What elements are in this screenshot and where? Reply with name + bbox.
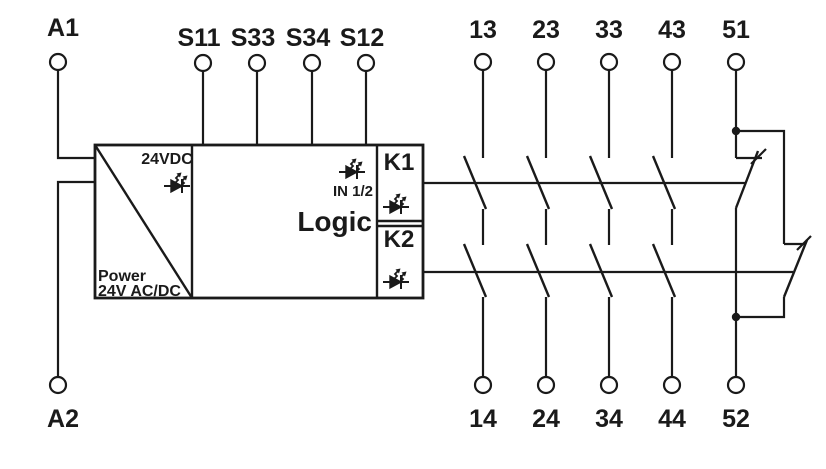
- terminal-circle: [662, 375, 682, 395]
- transformer-diagonal: [93, 144, 194, 299]
- contact-blade: [651, 155, 677, 210]
- relay-k1-label: K1: [384, 149, 415, 176]
- terminal-circle: [599, 52, 619, 72]
- terminal-circle: [247, 53, 267, 73]
- contact-blade: [651, 243, 677, 298]
- contact-blade: [734, 150, 760, 209]
- power-label-line2: 24V AC/DC: [98, 283, 181, 300]
- power-led-label: 24VDC: [141, 151, 193, 168]
- terminal-circle: [536, 375, 556, 395]
- terminal-label-s34: S34: [286, 24, 331, 52]
- terminal-circle: [48, 375, 68, 395]
- contact-seat-tick: [796, 235, 812, 251]
- terminal-circle: [726, 52, 746, 72]
- contact-column-13-14: 13 14: [462, 16, 497, 433]
- contact-blade: [525, 155, 551, 210]
- logic-label: Logic: [297, 206, 372, 237]
- terminal-label-s11: S11: [177, 24, 220, 52]
- relay-k2-label: K2: [384, 226, 415, 253]
- led-indicator-icon: [382, 267, 410, 290]
- led-indicator-icon: [382, 192, 410, 215]
- contact-column-23-24: 23 24: [525, 16, 560, 433]
- terminal-label-14: 14: [469, 405, 497, 433]
- terminal-circle: [536, 52, 556, 72]
- terminal-circle: [473, 375, 493, 395]
- led-indicator-icon: [163, 171, 191, 194]
- terminal-label-s12: S12: [340, 24, 384, 52]
- terminal-circle: [599, 375, 619, 395]
- terminal-label-a2: A2: [47, 405, 79, 433]
- contact-blade: [525, 243, 551, 298]
- terminal-label-23: 23: [532, 16, 560, 44]
- input-terminals: S11 S33 S34 S12: [177, 24, 384, 145]
- terminal-label-43: 43: [658, 16, 686, 44]
- terminal-circle: [193, 53, 213, 73]
- terminal-label-24: 24: [532, 405, 560, 433]
- module-box: 24VDC Power 24V AC/DC IN 1/2 Logic K1 K2: [93, 143, 425, 300]
- power-label-line1: Power: [98, 268, 146, 285]
- contact-blade: [462, 243, 488, 298]
- terminal-label-a1: A1: [47, 14, 79, 42]
- terminal-circle: [48, 52, 68, 72]
- supply-circuit: A1 A2: [47, 14, 95, 433]
- contact-blade: [588, 155, 614, 210]
- input-led-label: IN 1/2: [333, 183, 373, 200]
- terminal-label-33: 33: [595, 16, 623, 44]
- mechanical-links: [423, 181, 793, 274]
- wire: [736, 129, 786, 244]
- terminal-label-34: 34: [595, 405, 623, 433]
- terminal-circle: [662, 52, 682, 72]
- terminal-label-s33: S33: [231, 24, 275, 52]
- contact-blade: [782, 239, 809, 298]
- terminal-label-13: 13: [469, 16, 497, 44]
- contact-blade: [462, 155, 488, 210]
- wire: [56, 180, 95, 377]
- contact-column-43-44: 43 44: [651, 16, 686, 433]
- contact-column-33-34: 33 34: [588, 16, 623, 433]
- terminal-label-44: 44: [658, 405, 686, 433]
- wire: [736, 297, 786, 319]
- terminal-circle: [726, 375, 746, 395]
- terminal-label-51: 51: [722, 16, 750, 44]
- led-indicator-icon: [338, 157, 366, 180]
- contact-column-51-52: 51 52: [722, 16, 812, 433]
- contact-blade: [588, 243, 614, 298]
- terminal-label-52: 52: [722, 405, 750, 433]
- wire: [56, 70, 95, 160]
- terminal-circle: [302, 53, 322, 73]
- terminal-circle: [356, 53, 376, 73]
- terminal-circle: [473, 52, 493, 72]
